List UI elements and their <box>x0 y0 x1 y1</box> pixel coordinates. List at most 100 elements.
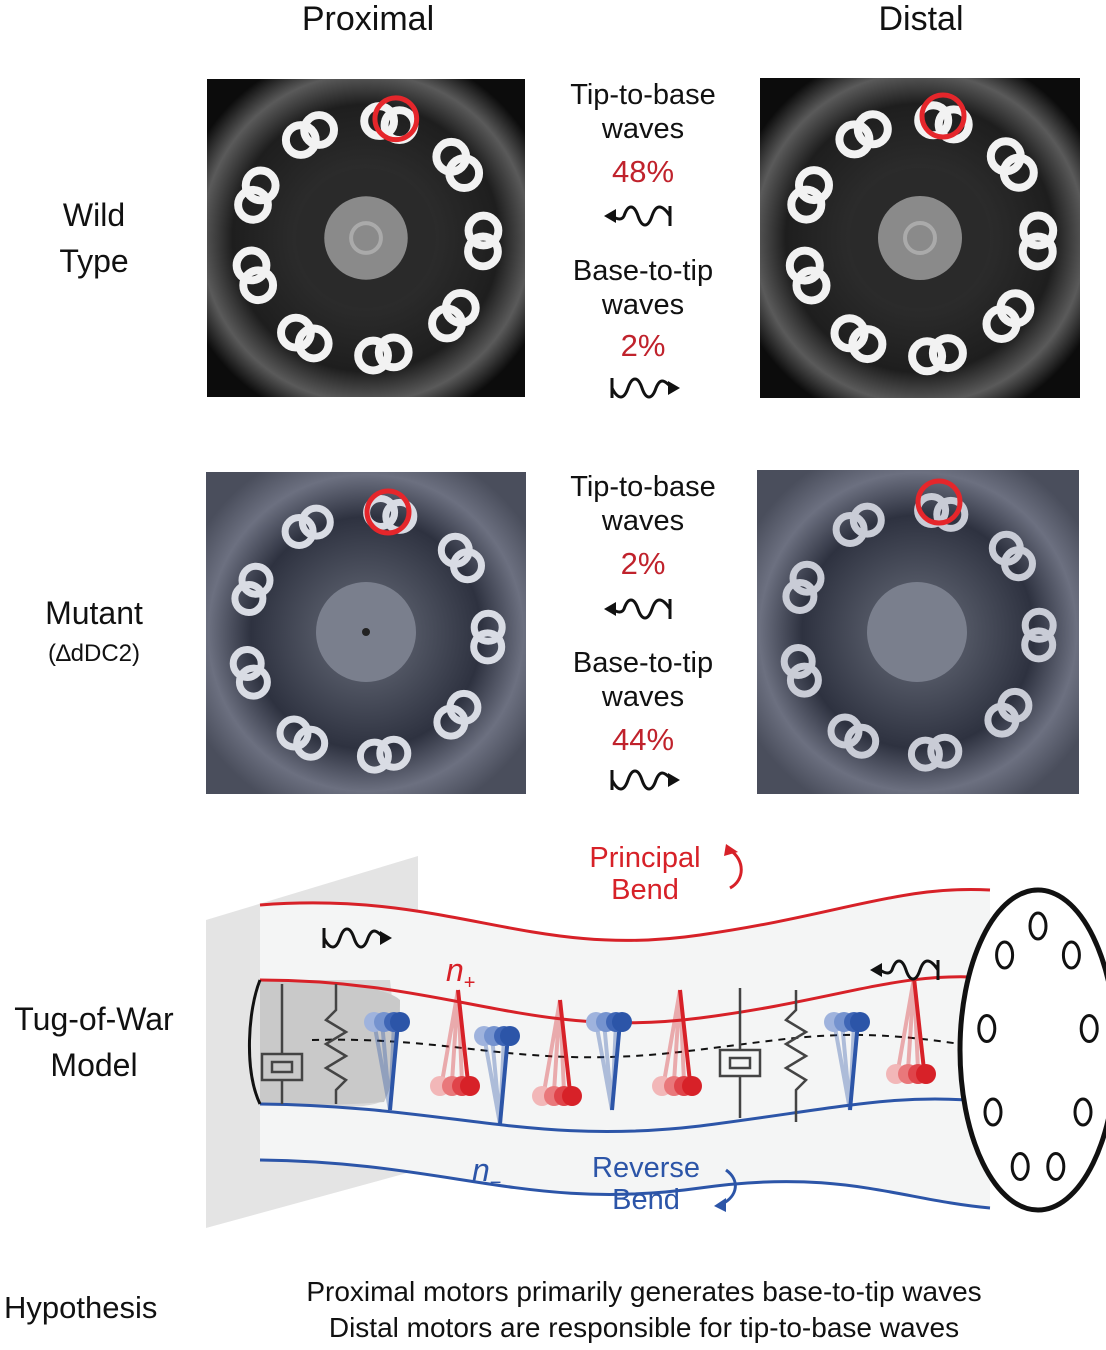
axoneme-tube <box>260 889 990 1208</box>
microtubule-doublet <box>276 715 312 751</box>
microtubule-doublet <box>1018 232 1057 271</box>
wt-base-to-tip-label: Base-to-tip waves <box>572 255 714 321</box>
dashpot-spring-distal <box>718 988 809 1122</box>
mutant-distal-image <box>757 470 1079 794</box>
microtubule-doublet <box>984 702 1020 738</box>
microtubule-doublet <box>239 266 278 305</box>
cap-doublet <box>983 1097 1003 1127</box>
n-plus-label: n+ <box>446 952 476 994</box>
dashpot-spring-proximal <box>260 984 349 1104</box>
hypothesis-line-2: Distal motors are responsible for tip-to… <box>328 1312 960 1343</box>
microtubule-doublet <box>795 166 833 205</box>
mt-base-to-tip-label: Base-to-tip waves <box>572 647 714 713</box>
microtubule-doublet <box>298 504 334 540</box>
tip-to-base-wave-icon <box>604 598 672 620</box>
hypothesis-line-1: Proximal motors primarily generates base… <box>306 1276 982 1307</box>
highlight-circle <box>919 92 967 140</box>
hypothesis-label: Hypothesis <box>4 1290 158 1325</box>
microtubule-doublet <box>354 336 392 375</box>
cap-doublet <box>977 1014 997 1043</box>
base-to-tip-wave-icon <box>610 769 680 791</box>
mt-tip-to-base-percent: 2% <box>620 546 666 581</box>
axoneme-cross-section <box>957 887 1106 1213</box>
tug-of-war-diagram <box>206 844 1106 1228</box>
mt-base-to-tip-percent: 44% <box>611 722 675 757</box>
microtubule-doublet <box>241 166 280 205</box>
microtubule-doublet <box>281 121 320 159</box>
microtubule-doublet <box>907 736 943 772</box>
proximal-header: Proximal <box>301 0 435 38</box>
microtubule-doublet <box>231 581 267 616</box>
microtubule-doublet <box>1021 627 1057 663</box>
highlight-circle <box>372 95 420 143</box>
microtubule-doublet <box>433 704 469 740</box>
wt-tip-to-base-label: Tip-to-base waves <box>570 79 716 145</box>
microtubule-doublet <box>835 120 874 159</box>
tug-of-war-label: Tug-of-War Model <box>14 1001 174 1083</box>
microtubule-doublet <box>234 185 272 224</box>
microtubule-doublet <box>827 713 863 749</box>
wild-type-label: Wild Type <box>59 197 129 279</box>
highlight-circle <box>364 488 412 536</box>
microtubule-doublet <box>1019 211 1058 250</box>
microtubule-doublet <box>787 185 826 224</box>
microtubule-doublet <box>277 313 315 352</box>
wild-type-proximal-image <box>207 79 525 397</box>
principal-bend-label: Principal Bend <box>589 842 701 906</box>
microtubule-doublet <box>830 314 869 353</box>
microtubule-doublet <box>934 105 973 144</box>
microtubule-doublet <box>832 512 868 547</box>
blue-motor <box>364 1012 410 1111</box>
microtubule-doublet <box>428 304 466 343</box>
cap-doublet <box>1073 1097 1093 1127</box>
microtubule-doublet <box>445 154 484 192</box>
microtubule-doublet <box>928 334 967 373</box>
microtubule-doublet <box>780 644 816 679</box>
n-minus-label: n− <box>472 1152 502 1194</box>
red-motor <box>652 989 702 1096</box>
microtubule-doublet <box>235 664 271 700</box>
microtubule-doublet <box>786 662 822 698</box>
mutant-proximal-image <box>206 472 526 794</box>
microtubule-doublet <box>376 735 412 771</box>
highlight-circle <box>915 478 963 526</box>
cap-doublet <box>1028 911 1048 941</box>
wt-base-to-tip-percent: 2% <box>620 328 666 363</box>
blue-motor <box>586 1012 632 1111</box>
base-to-tip-wave-icon <box>610 377 680 399</box>
microtubule-doublet <box>464 211 503 250</box>
microtubule-doublet <box>849 502 885 538</box>
blue-motor <box>474 1026 520 1125</box>
microtubule-doublet <box>450 548 485 584</box>
microtubule-doublet <box>1001 546 1036 582</box>
principal-bend-arrow <box>729 848 743 890</box>
microtubule-doublet <box>374 333 413 372</box>
microtubule-doublet <box>789 560 825 596</box>
mt-tip-to-base-label: Tip-to-base waves <box>570 471 716 537</box>
reverse-bend-label: Reverse Bend <box>592 1152 700 1216</box>
wt-tip-to-base-percent: 48% <box>611 154 675 189</box>
cap-doublet <box>1061 940 1081 970</box>
microtubule-doublet <box>470 629 506 665</box>
microtubule-doublet <box>853 110 892 149</box>
microtubule-doublet <box>229 646 265 681</box>
microtubule-doublet <box>238 562 274 598</box>
microtubule-doublet <box>232 246 271 285</box>
microtubule-doublet <box>792 266 831 305</box>
microtubule-doublet <box>982 305 1021 343</box>
microtubule-doublet <box>908 337 947 376</box>
mutant-label: Mutant <box>45 595 143 631</box>
microtubule-doublet <box>1021 607 1057 643</box>
microtubule-doublet <box>356 738 392 774</box>
cap-doublet <box>1010 1152 1030 1181</box>
microtubule-doublet <box>999 153 1038 192</box>
wild-type-distal-image <box>760 78 1080 398</box>
tip-to-base-wave-icon <box>604 205 672 227</box>
microtubule-doublet <box>470 609 506 645</box>
cap-doublet <box>1046 1152 1066 1181</box>
red-motor <box>886 977 936 1084</box>
distal-header: Distal <box>878 0 964 38</box>
microtubule-doublet <box>933 496 969 532</box>
microtubule-doublet <box>927 733 963 769</box>
microtubule-doublet <box>464 232 502 271</box>
